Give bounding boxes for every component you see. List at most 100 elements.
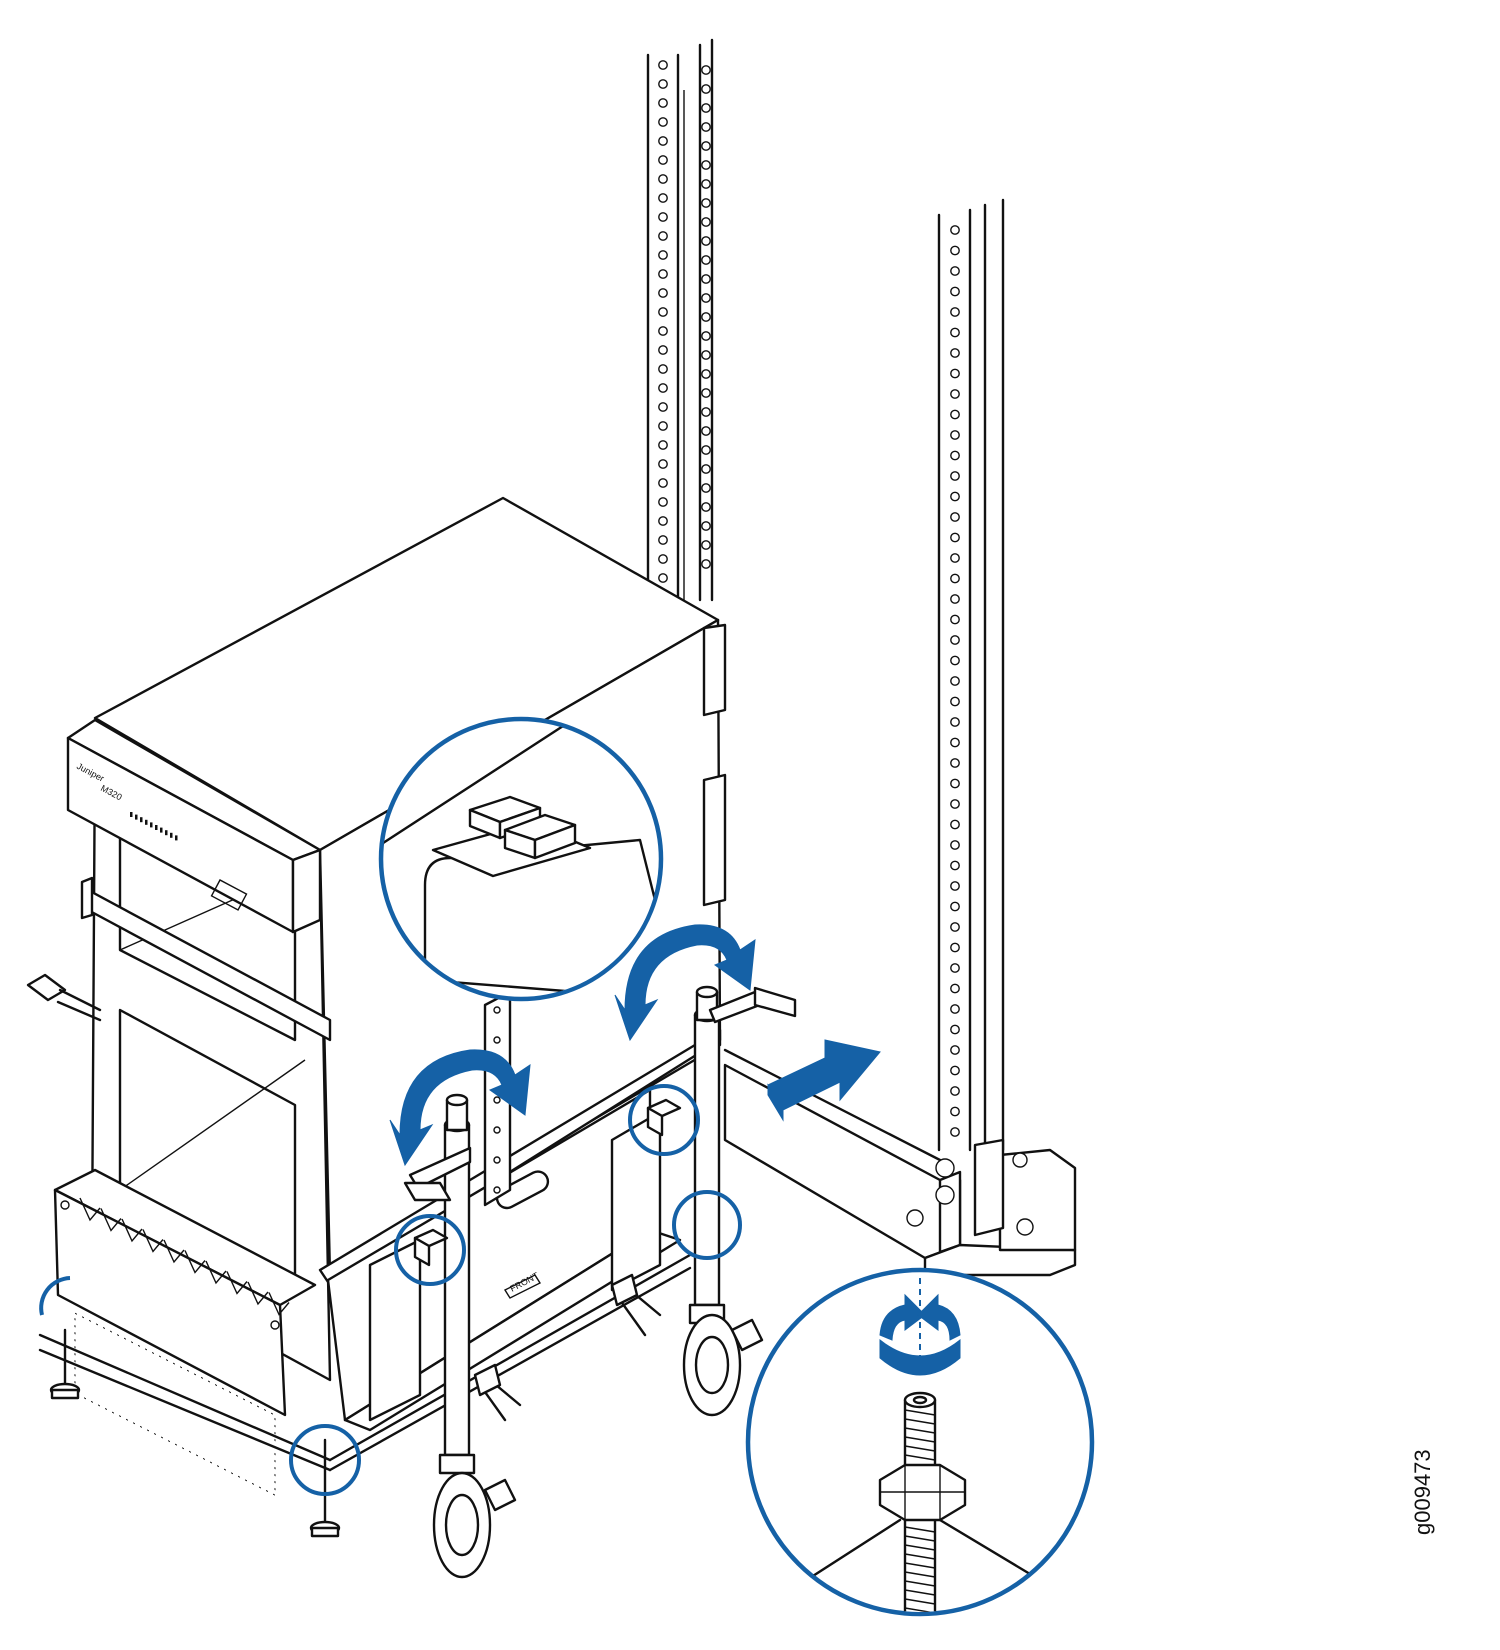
rack-hole <box>658 307 668 317</box>
rack-hole <box>701 407 711 417</box>
rack-base <box>723 1048 1077 1277</box>
clamp-right <box>610 1273 662 1337</box>
left-side-handle <box>26 973 102 1022</box>
rack-hole <box>950 1106 960 1117</box>
push-arrow-icon <box>767 1039 881 1122</box>
panel-led <box>160 827 163 833</box>
rack-hole <box>658 573 668 583</box>
panel-led <box>130 812 133 817</box>
rack-hole <box>950 840 960 850</box>
detail-ring-bracket-upper <box>628 1084 700 1156</box>
rack-hole <box>701 160 711 170</box>
rack-hole <box>658 288 668 298</box>
bracket-clip-upper <box>646 1098 682 1137</box>
vent-fin <box>163 1239 185 1264</box>
rack-hole <box>950 553 960 563</box>
rack-hole <box>950 819 960 830</box>
bolt-thread <box>904 1454 936 1461</box>
vent-fin <box>247 1281 269 1306</box>
rack-hole <box>950 778 960 789</box>
rack-hole <box>950 1004 960 1014</box>
rack-hole <box>950 942 960 953</box>
rack-hole <box>701 445 711 455</box>
panel-led <box>175 835 178 841</box>
vent-fin <box>268 1292 290 1316</box>
rack-hole <box>701 255 711 265</box>
rack-hole <box>658 516 668 526</box>
rack-hole <box>950 471 960 481</box>
rack-hole <box>950 368 960 379</box>
bolt-thread <box>905 1617 935 1622</box>
rack-hole <box>950 737 960 748</box>
bracket-hole <box>493 1156 501 1164</box>
rack-hole <box>950 922 960 932</box>
rack-hole <box>950 655 960 666</box>
rack-hole <box>950 512 960 522</box>
rack-hole <box>950 286 960 297</box>
rack-hole <box>658 459 668 469</box>
callout-bracket-detail <box>378 716 664 1002</box>
rack-hole <box>658 79 668 89</box>
rack-hole <box>658 231 668 241</box>
rack-hole <box>950 963 960 973</box>
rack-hole <box>658 535 668 545</box>
bolt-thread <box>904 1589 936 1596</box>
rack-hole <box>701 179 711 189</box>
rack-hole <box>950 225 960 235</box>
rack-hole <box>701 464 711 474</box>
leveling-foot-left <box>49 1328 81 1400</box>
rack-hole <box>701 141 711 151</box>
rack-hole <box>658 155 668 165</box>
vent-fin <box>100 1208 122 1232</box>
rack-hole <box>950 676 960 686</box>
rack-hole <box>950 450 960 461</box>
lift-frame: FRONT <box>38 990 722 1472</box>
vent-fin <box>184 1250 206 1274</box>
rack-hole <box>950 594 960 604</box>
rack-hole <box>658 497 668 507</box>
rack-hole <box>658 554 668 564</box>
bolt-thread <box>904 1580 936 1587</box>
rack-hole <box>950 307 960 317</box>
rack-hole <box>701 217 711 227</box>
bolt-thread <box>904 1409 936 1416</box>
rack-hole <box>950 1127 960 1137</box>
lift-post-left <box>403 1093 517 1579</box>
rack-hole <box>658 136 668 146</box>
rack-hole <box>701 502 711 512</box>
rack-hole <box>950 1024 960 1035</box>
rack-hole <box>658 174 668 184</box>
rack-hole <box>950 389 960 399</box>
bracket-hole <box>493 1186 501 1194</box>
panel-led <box>145 819 148 825</box>
rack-hole <box>658 383 668 393</box>
rack-hole <box>950 614 960 625</box>
clamp-left <box>473 1363 522 1422</box>
leveling-foot-right <box>309 1438 341 1538</box>
rack-hole <box>701 312 711 322</box>
figure-id-label: g009473 <box>1410 1449 1435 1535</box>
detail-ring-bracket-lower <box>394 1214 466 1286</box>
rack-hole <box>950 1045 960 1055</box>
circular-rotate-arrow-icon <box>879 1293 961 1376</box>
rack-hole <box>950 758 960 768</box>
rack-hole <box>658 269 668 279</box>
bolt-thread <box>905 1626 935 1631</box>
detail-ring-foot-right <box>289 1424 361 1496</box>
rack-hole <box>950 266 960 276</box>
rack-hole <box>701 274 711 284</box>
bolt-thread <box>904 1427 936 1434</box>
rack-hole <box>950 860 960 871</box>
rack-hole <box>658 98 668 108</box>
front-rack-post <box>937 198 1005 1152</box>
bolt-thread <box>904 1418 936 1425</box>
rack-hole <box>950 491 960 502</box>
bolt-thread <box>904 1544 936 1551</box>
detail-ring-foot-left <box>39 1276 71 1316</box>
rack-hole <box>950 901 960 912</box>
rack-hole <box>701 236 711 246</box>
panel-led <box>135 814 138 820</box>
rack-hole <box>658 364 668 374</box>
rack-hole <box>658 402 668 412</box>
